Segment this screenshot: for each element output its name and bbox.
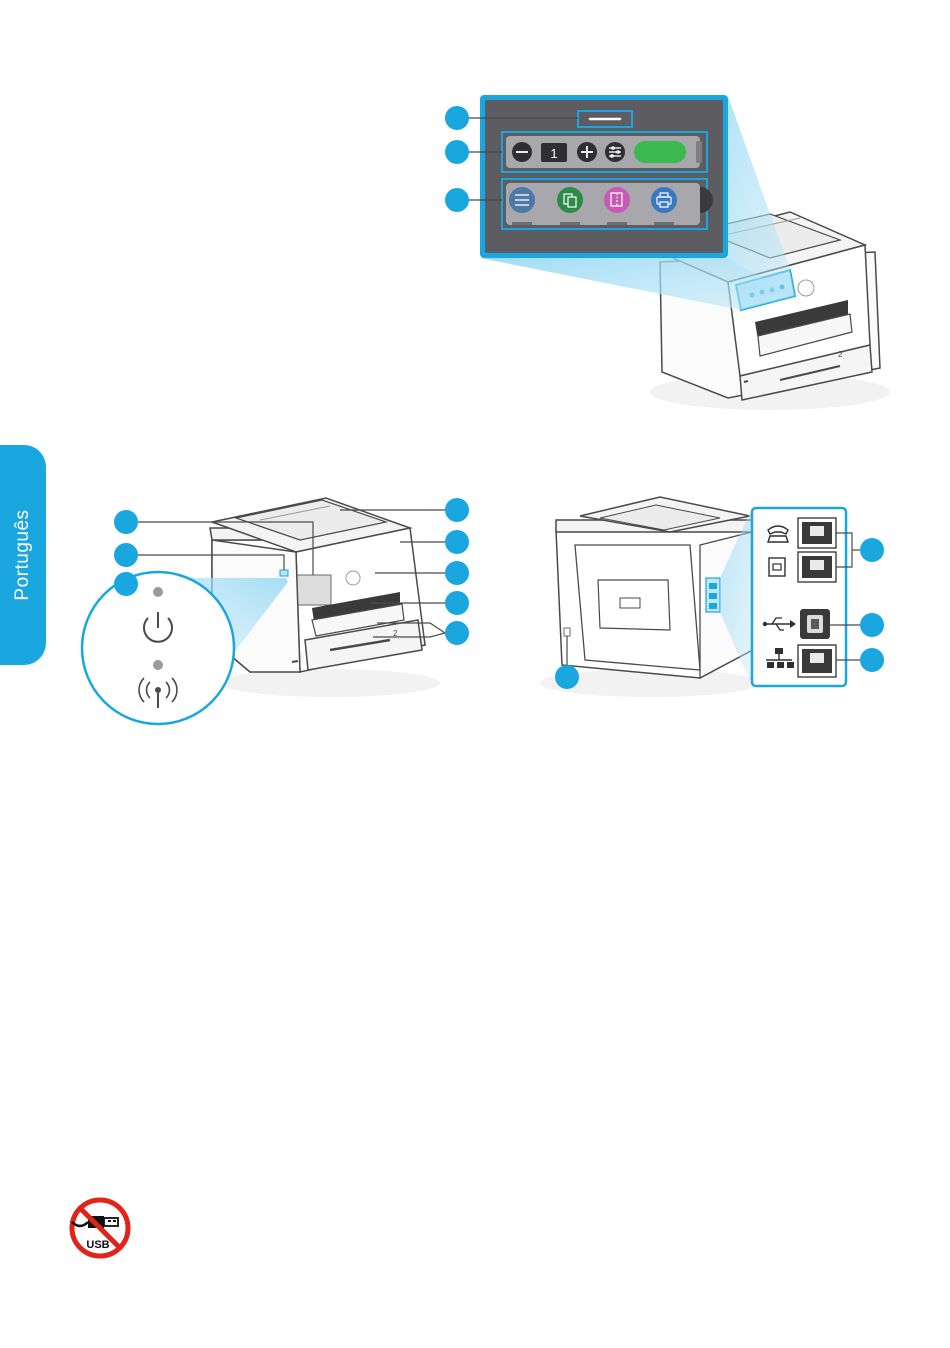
callout-marker [114, 543, 138, 567]
callout-marker [445, 621, 469, 645]
callout-marker [445, 106, 469, 130]
callout-marker [860, 538, 884, 562]
callout-marker [555, 665, 579, 689]
callout-marker [445, 591, 469, 615]
callout-marker [445, 561, 469, 585]
no-usb-badge: USB [72, 1200, 128, 1256]
callout-marker [445, 530, 469, 554]
callout-marker [445, 188, 469, 212]
svg-text:2: 2 [838, 350, 843, 359]
callout-marker [860, 648, 884, 672]
no-usb-label: USB [86, 1239, 109, 1251]
print-app-icon [651, 187, 677, 213]
power-light-icon [153, 587, 163, 597]
wireless-light-icon [153, 660, 163, 670]
copies-value: 1 [550, 146, 557, 161]
callout-marker [114, 572, 138, 596]
callout-marker [860, 613, 884, 637]
callout-marker [445, 140, 469, 164]
start-button-icon [634, 141, 686, 163]
callout-marker [445, 498, 469, 522]
button-zoom-circle [82, 572, 234, 724]
callout-marker [114, 510, 138, 534]
control-panel-zoom: 1 [480, 95, 728, 258]
ports-detail-panel [752, 508, 846, 686]
